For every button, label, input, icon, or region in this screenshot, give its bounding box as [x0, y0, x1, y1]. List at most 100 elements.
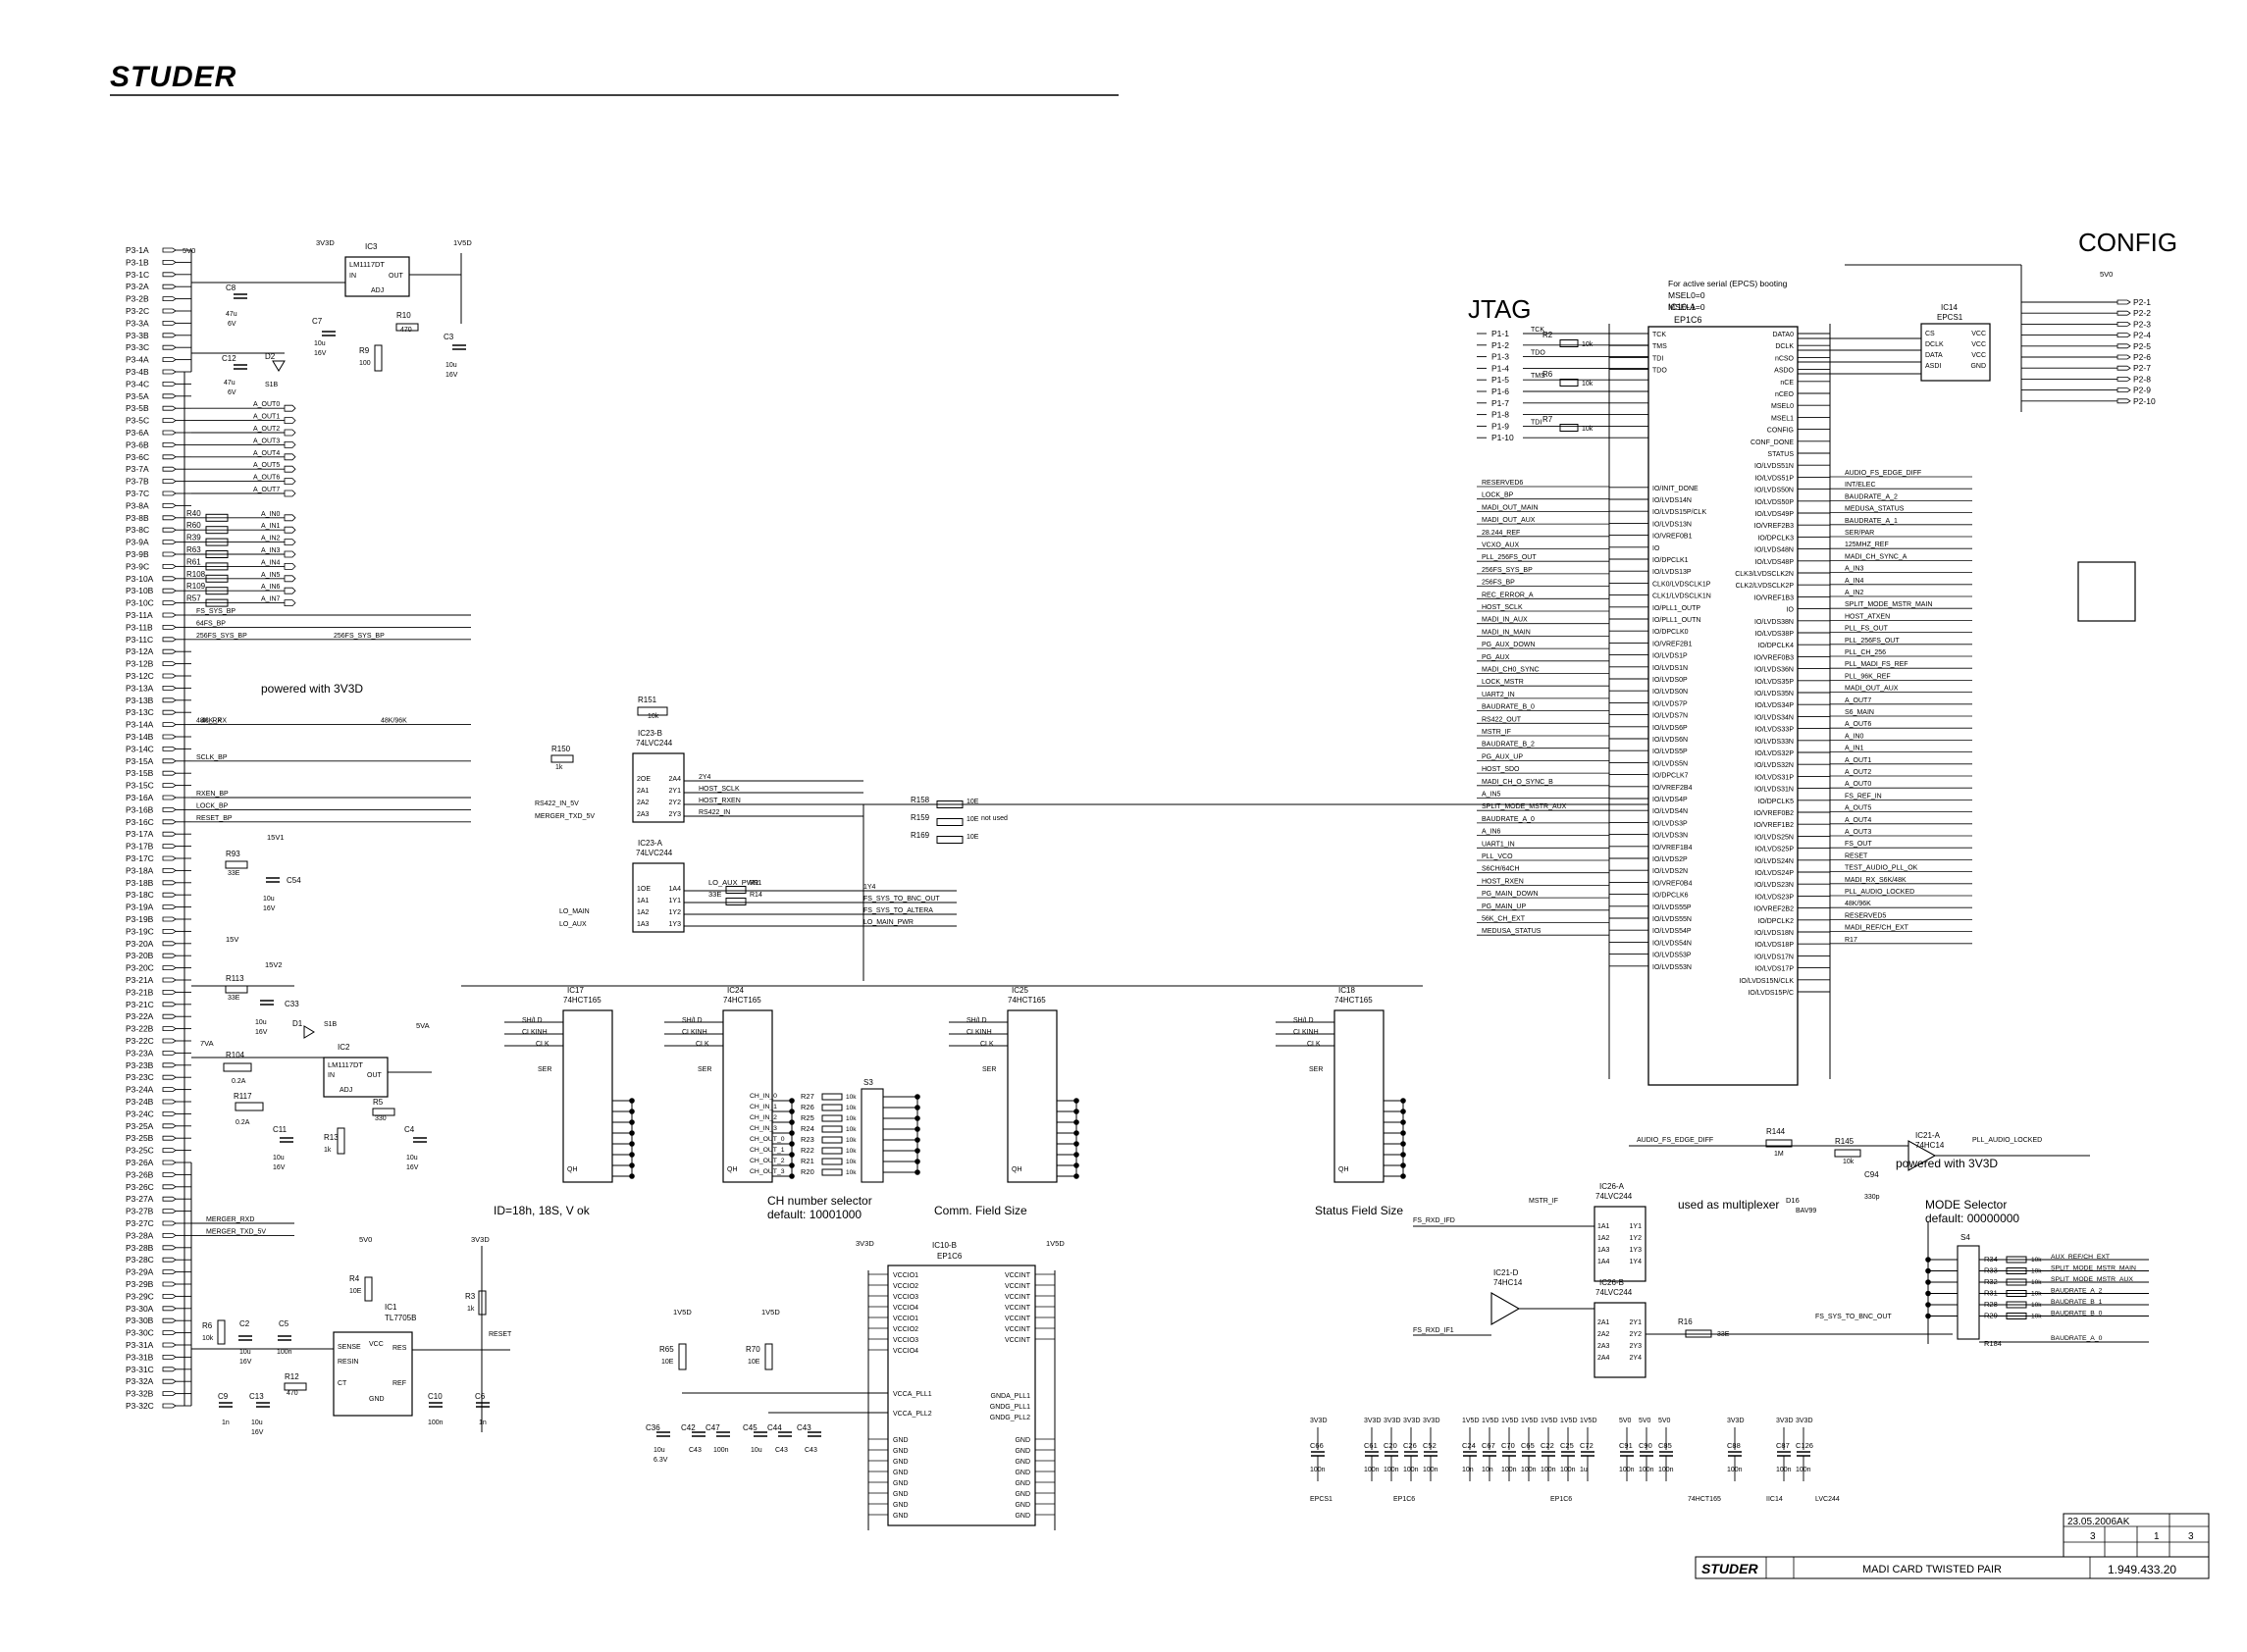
ic14-label: IC14 [1941, 303, 1958, 312]
p3-pin-marker [162, 1269, 177, 1274]
p3-pin-marker [162, 1184, 177, 1190]
ic10a-pin: IO/VREF2B3 [1754, 523, 1795, 530]
title-date: 23.05.2006AK [2067, 1517, 2130, 1527]
s3-net: CH_OUT_3 [750, 1168, 785, 1175]
cap-val: 100n [713, 1447, 729, 1454]
p3-pin-marker [162, 1245, 177, 1251]
p3-pin-label: P3-32C [126, 1401, 154, 1411]
s3-res-val: 10k [846, 1159, 857, 1165]
cap-value: 100n [1403, 1467, 1419, 1473]
ic3-in: IN [349, 273, 356, 280]
p3-pin-marker [162, 1233, 177, 1238]
p3-pin-marker [162, 916, 177, 922]
r6: R6 [202, 1321, 213, 1330]
ic10a-right-net: A_OUT6 [1845, 721, 1871, 728]
p3-pin-marker [162, 1196, 177, 1202]
p3-pin-marker [162, 418, 177, 423]
c33-volt: 16V [255, 1029, 268, 1036]
cap-val: C43 [805, 1447, 817, 1454]
ic10a-left-net: PG_AUX_DOWN [1482, 642, 1535, 648]
qh-pin: QH [727, 1166, 738, 1173]
ic10a-pin: IO/LVDS34N [1754, 714, 1794, 721]
p3-pin-marker [162, 661, 177, 666]
p3-pin-marker [162, 1087, 177, 1092]
decoupling-cap: C90 [1639, 1441, 1652, 1450]
p3-pin-marker [162, 795, 177, 800]
vccio-pin: VCCIO3 [893, 1337, 918, 1344]
ic10a-pin: IO/DPCLK7 [1652, 773, 1689, 780]
s3-net: CH_IN_2 [750, 1114, 777, 1121]
p3-pin-marker [162, 321, 177, 326]
p3-pin-label: P3-5A [126, 391, 149, 401]
r10-val: 470 [400, 327, 412, 334]
ic10a-pin: IO/LVDS33N [1754, 739, 1794, 746]
ic26b-pin: 2Y1 [1630, 1319, 1643, 1326]
ic23a-pin: 1Y3 [669, 921, 682, 928]
ic10a-pin: IO/LVDS38N [1754, 619, 1794, 626]
ic10a-left-net: RESERVED6 [1482, 480, 1523, 487]
rail-label: 1V5D [1541, 1418, 1558, 1424]
clkinh-pin: CLKINH [1293, 1029, 1319, 1036]
input-resistor: R63 [186, 545, 201, 554]
ic10a-right-net: AUDIO_FS_EDGE_DIFF [1845, 470, 1921, 477]
p3-pin-label: P3-10B [126, 586, 154, 595]
title-sheet: 1 [2154, 1531, 2160, 1542]
ic10a-left-nets: RESERVED6LOCK_BPMADI_OUT_MAINMADI_OUT_AU… [1482, 480, 1567, 935]
ic10b-cap: C43 [797, 1423, 811, 1432]
p3-pin-label: P3-26A [126, 1158, 154, 1167]
ic10a-pin: IO/VREF1B3 [1754, 594, 1795, 601]
p3-pin-label: P3-28A [126, 1230, 154, 1240]
p1-pin-label: P1-1 [1491, 329, 1509, 338]
ic26a-pin: 1A1 [1597, 1223, 1610, 1230]
rail-label: 3V3D [1310, 1418, 1328, 1424]
ic1-body [333, 1331, 413, 1417]
ic10a-left-net: A_IN6 [1482, 829, 1501, 836]
ic10b-cap: C44 [767, 1423, 782, 1432]
ic10a-pin: IO/LVDS17N [1754, 954, 1794, 960]
p3-pin-label: P3-6A [126, 428, 149, 438]
ic10a-left-net: 256FS_SYS_BP [1482, 567, 1533, 574]
p3-pin-label: P3-11C [126, 635, 153, 645]
rail-1v5d: 1V5D [453, 238, 472, 247]
s3-net: CH_OUT_1 [750, 1147, 785, 1154]
boot-note-3: MSEL1=0 [1668, 302, 1705, 312]
p3-pin-label: P3-23C [126, 1072, 154, 1082]
ic26a-pin: 1A3 [1597, 1247, 1610, 1254]
ic23b-part: 74LVC244 [636, 739, 673, 748]
c13-val: 10u [251, 1420, 263, 1426]
c12-val: 47u [224, 380, 235, 387]
ic23b-pin: 2A4 [669, 776, 682, 783]
ic10a-pin: IO/LVDS50N [1754, 488, 1794, 494]
ic10a-left-net: HOST_RXEN [1482, 878, 1524, 885]
ic10a-left-net: MADI_OUT_AUX [1482, 517, 1536, 524]
rail-label: 3V3D [1727, 1418, 1745, 1424]
ic10a-right-net: A_OUT5 [1845, 805, 1871, 812]
c3: C3 [444, 333, 454, 341]
p3-pin-label: P3-4B [126, 367, 149, 377]
p3-pin-label: P3-18B [126, 878, 154, 888]
p3-pin-marker [162, 686, 177, 691]
gnd-pin: GND [1015, 1502, 1030, 1509]
r104-val: 0.2A [232, 1078, 246, 1085]
sh-ld-pin: SH/LD [682, 1017, 703, 1024]
ic10a-right-net: PLL_96K_REF [1845, 673, 1891, 680]
vccint-pin: VCCINT [1005, 1316, 1031, 1322]
ic10a-left-net: 56K_CH_EXT [1482, 916, 1526, 923]
decoupling-cap: C52 [1423, 1441, 1437, 1450]
powered-note-1: powered with 3V3D [261, 682, 363, 696]
ic10a-left-net: LOCK_BP [1482, 492, 1514, 499]
ic2-in: IN [328, 1072, 335, 1079]
ic10a-pin: IO/PLL1_OUTP [1652, 605, 1700, 612]
p2-pin-label: P2-5 [2133, 341, 2151, 351]
ic21a-label: IC21-A [1915, 1131, 1941, 1140]
ic10a-pin: TDO [1652, 368, 1667, 375]
decoupling-cap: C67 [1482, 1441, 1495, 1450]
mid-res-val: 10E [967, 799, 979, 805]
ic10a-right-net: A_IN4 [1845, 578, 1864, 585]
p3-pin-label: P3-21B [126, 987, 154, 997]
ic10a-left-net: MEDUSA_STATUS [1482, 928, 1542, 935]
decoupling-cap: C22 [1541, 1441, 1554, 1450]
shift-reg-label: IC18 [1338, 986, 1355, 995]
cap-value: 100n [1560, 1467, 1576, 1473]
